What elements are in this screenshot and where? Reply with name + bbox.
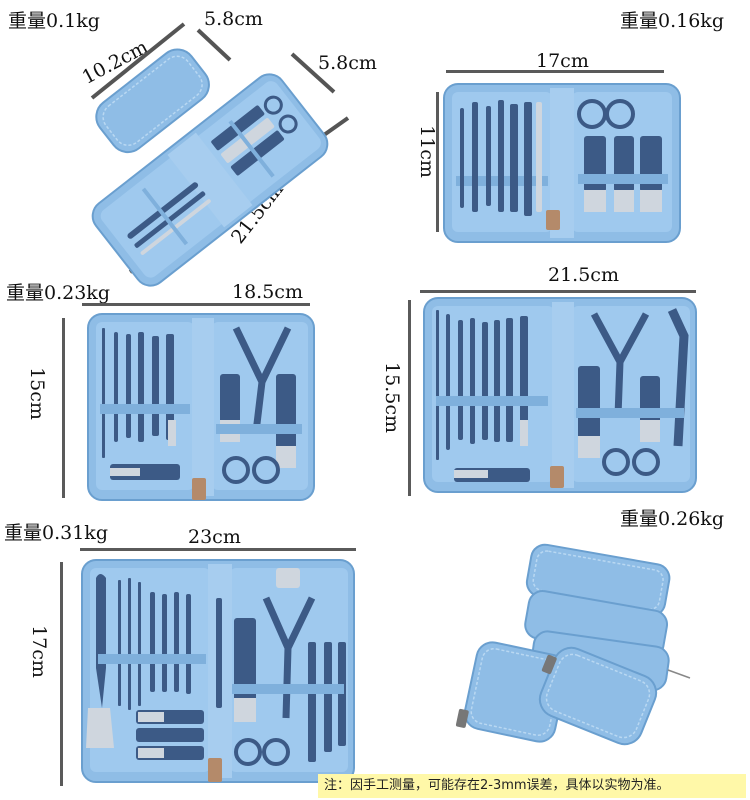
kit1-case-width-label: 5.8cm [204,8,263,30]
kit4-width-label: 21.5cm [548,264,619,286]
kit4-weight-label: 重量0.26kg [620,508,724,530]
kit4-height-label: 15.5cm [380,362,403,433]
kit2-width-label: 17cm [536,50,589,72]
kit1-open-width-label: 5.8cm [318,52,377,74]
kit2-product-photo [443,83,681,243]
kit5-width-label: 23cm [188,526,241,548]
kit3-weight-label: 重量0.23kg [6,282,110,304]
kit2-height-line [436,92,439,232]
kit5-weight-label: 重量0.31kg [4,522,108,544]
kit4-width-line [420,290,696,293]
kit3-width-line [82,303,310,306]
kit3-width-label: 18.5cm [232,281,303,303]
kit4-product-photo [423,297,697,493]
kit2-width-line [446,70,664,73]
kit2-height-label: 11cm [415,125,438,178]
kit3-height-line [62,318,65,498]
kit3-height-label: 15cm [25,367,48,420]
kit5-height-line [60,562,63,786]
kit5-product-photo [81,559,355,783]
kit5-width-line [80,548,356,551]
kit5-height-label: 17cm [27,625,50,678]
kit2-weight-label: 重量0.16kg [620,10,724,32]
kit3-product-photo [87,313,315,501]
closed-cases-photo [455,543,691,746]
kit4-height-line [408,300,411,496]
measurement-note: 注：因手工测量，可能存在2-3mm误差，具体以实物为准。 [318,774,746,798]
kit1-weight-label: 重量0.1kg [8,10,100,32]
